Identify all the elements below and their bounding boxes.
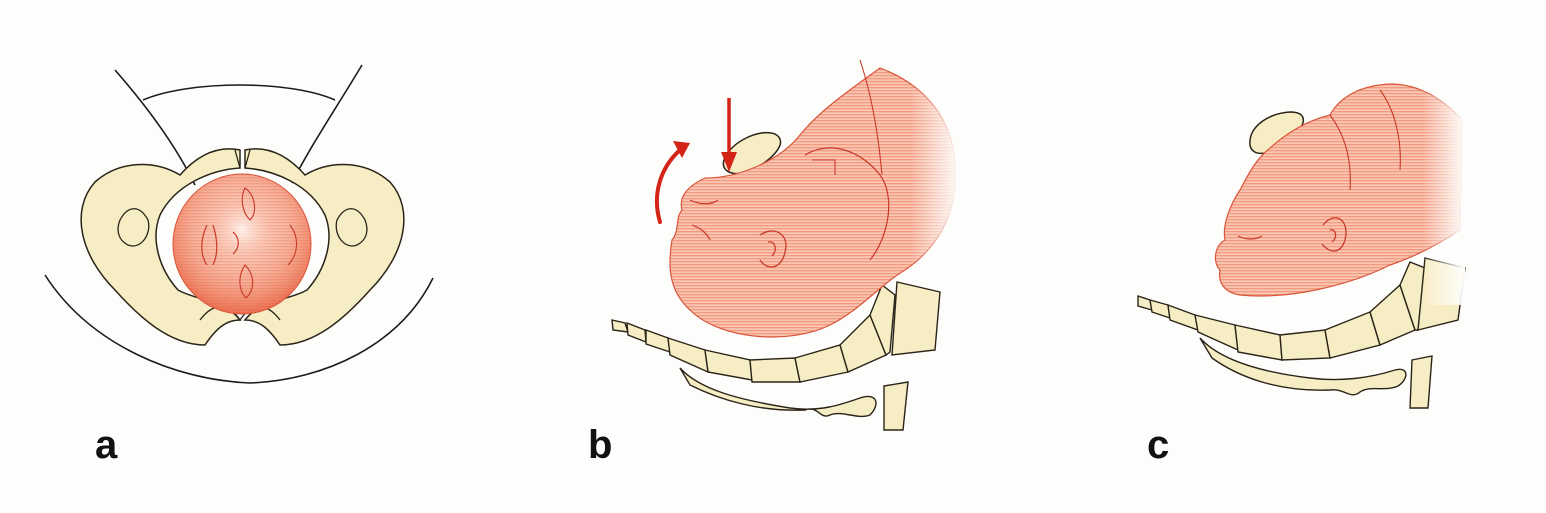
pelvic-bone-left [80,148,242,346]
panel-a-pelvic-outlet [44,64,434,384]
pelvic-bone-right [243,148,405,346]
fetal-head-c [1214,80,1465,305]
panel-label-c: c [1147,423,1170,467]
symphysis-arc [142,84,336,101]
symphysis-b [722,131,782,175]
curved-arrow-icon [655,141,690,224]
perineum-outline [44,274,434,384]
fetal-head-b [669,59,960,338]
sacrum-coccyx-b [611,281,941,431]
pelvic-floor-b [679,367,877,418]
panel-label-b: b [588,423,613,467]
down-arrow-icon [721,98,737,172]
ischial-tuberosity-left [117,208,150,247]
panel-label-a: a [95,423,118,467]
pelvic-floor-c [1199,337,1407,396]
ischial-tuberosity-right [335,208,368,247]
fetal-head-outlet [172,173,312,315]
panel-b-head-extension [611,59,960,431]
panel-c-head-delivered [1137,80,1466,409]
